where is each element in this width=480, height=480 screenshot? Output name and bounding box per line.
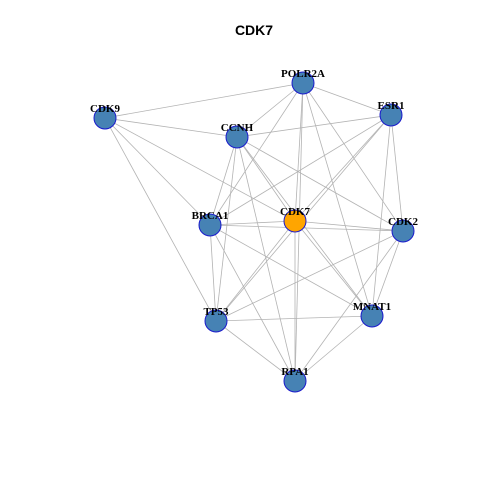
node-cdk2 <box>391 219 415 243</box>
edge-esr1-cdk7 <box>294 114 392 222</box>
node-label-brca1: BRCA1 <box>192 210 229 222</box>
edge-cdk7-tp53 <box>215 220 296 322</box>
node-label-rpa1: RPA1 <box>281 366 308 378</box>
node-cdk9 <box>93 106 117 130</box>
edge-cdk2-mnat1 <box>371 230 404 317</box>
node-rpa1 <box>283 369 307 393</box>
diagram-title: CDK7 <box>235 22 273 38</box>
node-ccnh <box>225 125 249 149</box>
edge-layer <box>104 82 404 382</box>
edge-polr2a-mnat1 <box>302 82 373 317</box>
edge-esr1-mnat1 <box>371 114 392 317</box>
edge-cdk7-cdk2 <box>294 220 404 232</box>
node-mnat1 <box>360 304 384 328</box>
node-label-polr2a: POLR2A <box>281 68 325 80</box>
edge-ccnh-cdk2 <box>236 136 404 232</box>
node-layer <box>93 71 415 393</box>
edge-polr2a-ccnh <box>236 82 304 138</box>
node-label-ccnh: CCNH <box>221 122 254 134</box>
node-polr2a <box>291 71 315 95</box>
node-label-tp53: TP53 <box>203 306 229 318</box>
edge-esr1-cdk2 <box>390 114 404 232</box>
edge-cdk7-mnat1 <box>294 220 373 317</box>
edge-esr1-brca1 <box>209 114 392 226</box>
node-tp53 <box>204 309 228 333</box>
edge-ccnh-cdk7 <box>236 136 296 222</box>
node-label-cdk9: CDK9 <box>90 103 120 115</box>
edge-esr1-ccnh <box>236 114 392 138</box>
edge-cdk9-brca1 <box>104 117 211 226</box>
node-esr1 <box>379 103 403 127</box>
edge-brca1-tp53 <box>209 224 217 322</box>
edge-polr2a-rpa1 <box>294 82 304 382</box>
edge-tp53-rpa1 <box>215 320 296 382</box>
edge-cdk2-rpa1 <box>294 230 404 382</box>
edge-cdk2-tp53 <box>215 230 404 322</box>
node-label-cdk7: CDK7 <box>280 206 310 218</box>
edge-mnat1-rpa1 <box>294 315 373 382</box>
node-label-mnat1: MNAT1 <box>353 301 391 313</box>
edge-cdk9-tp53 <box>104 117 217 322</box>
node-label-cdk2: CDK2 <box>388 216 418 228</box>
edge-ccnh-brca1 <box>209 136 238 226</box>
edge-cdk9-cdk7 <box>104 117 296 222</box>
edge-brca1-mnat1 <box>209 224 373 317</box>
edge-brca1-cdk2 <box>209 224 404 232</box>
edge-polr2a-brca1 <box>209 82 304 226</box>
node-brca1 <box>198 213 222 237</box>
node-label-esr1: ESR1 <box>378 100 405 112</box>
edge-cdk9-ccnh <box>104 117 238 138</box>
edge-ccnh-tp53 <box>215 136 238 322</box>
edge-polr2a-esr1 <box>302 82 392 116</box>
edge-ccnh-rpa1 <box>236 136 296 382</box>
edge-polr2a-cdk9 <box>104 82 304 119</box>
edge-polr2a-cdk7 <box>294 82 304 222</box>
node-cdk7 <box>283 209 307 233</box>
edge-brca1-cdk7 <box>209 220 296 226</box>
edge-tp53-mnat1 <box>215 315 373 322</box>
